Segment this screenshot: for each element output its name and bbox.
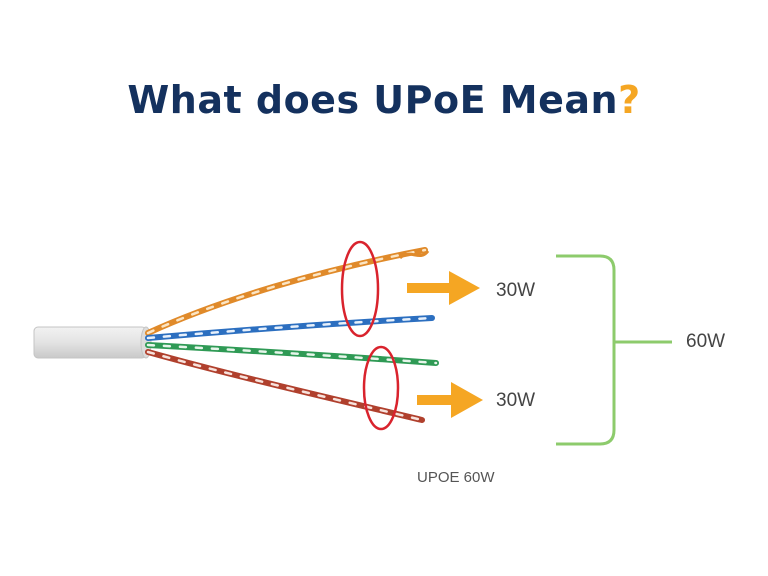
lower-pairs-highlight-circle [362,345,400,431]
title-text: What does UPoE Mean [127,78,619,122]
blue-wire-pair [145,315,435,341]
green-wire-pair [145,342,439,366]
total-power-label: 60W [686,331,726,352]
arrow-right-icon [417,382,483,418]
upper-pair-power-label: 30W [496,280,536,301]
page-title: What does UPoE Mean? [0,78,768,122]
title-question-mark: ? [618,78,641,122]
lower-pair-power-label: 30W [496,390,536,411]
arrow-right-icon [407,271,480,305]
brown-wire-pair [145,349,425,423]
upper-pairs-highlight-circle [340,240,380,338]
power-bracket [556,254,672,446]
caption: UPOE 60W [417,469,495,486]
cable-jacket [33,326,152,359]
orange-wire-pair [145,247,430,336]
